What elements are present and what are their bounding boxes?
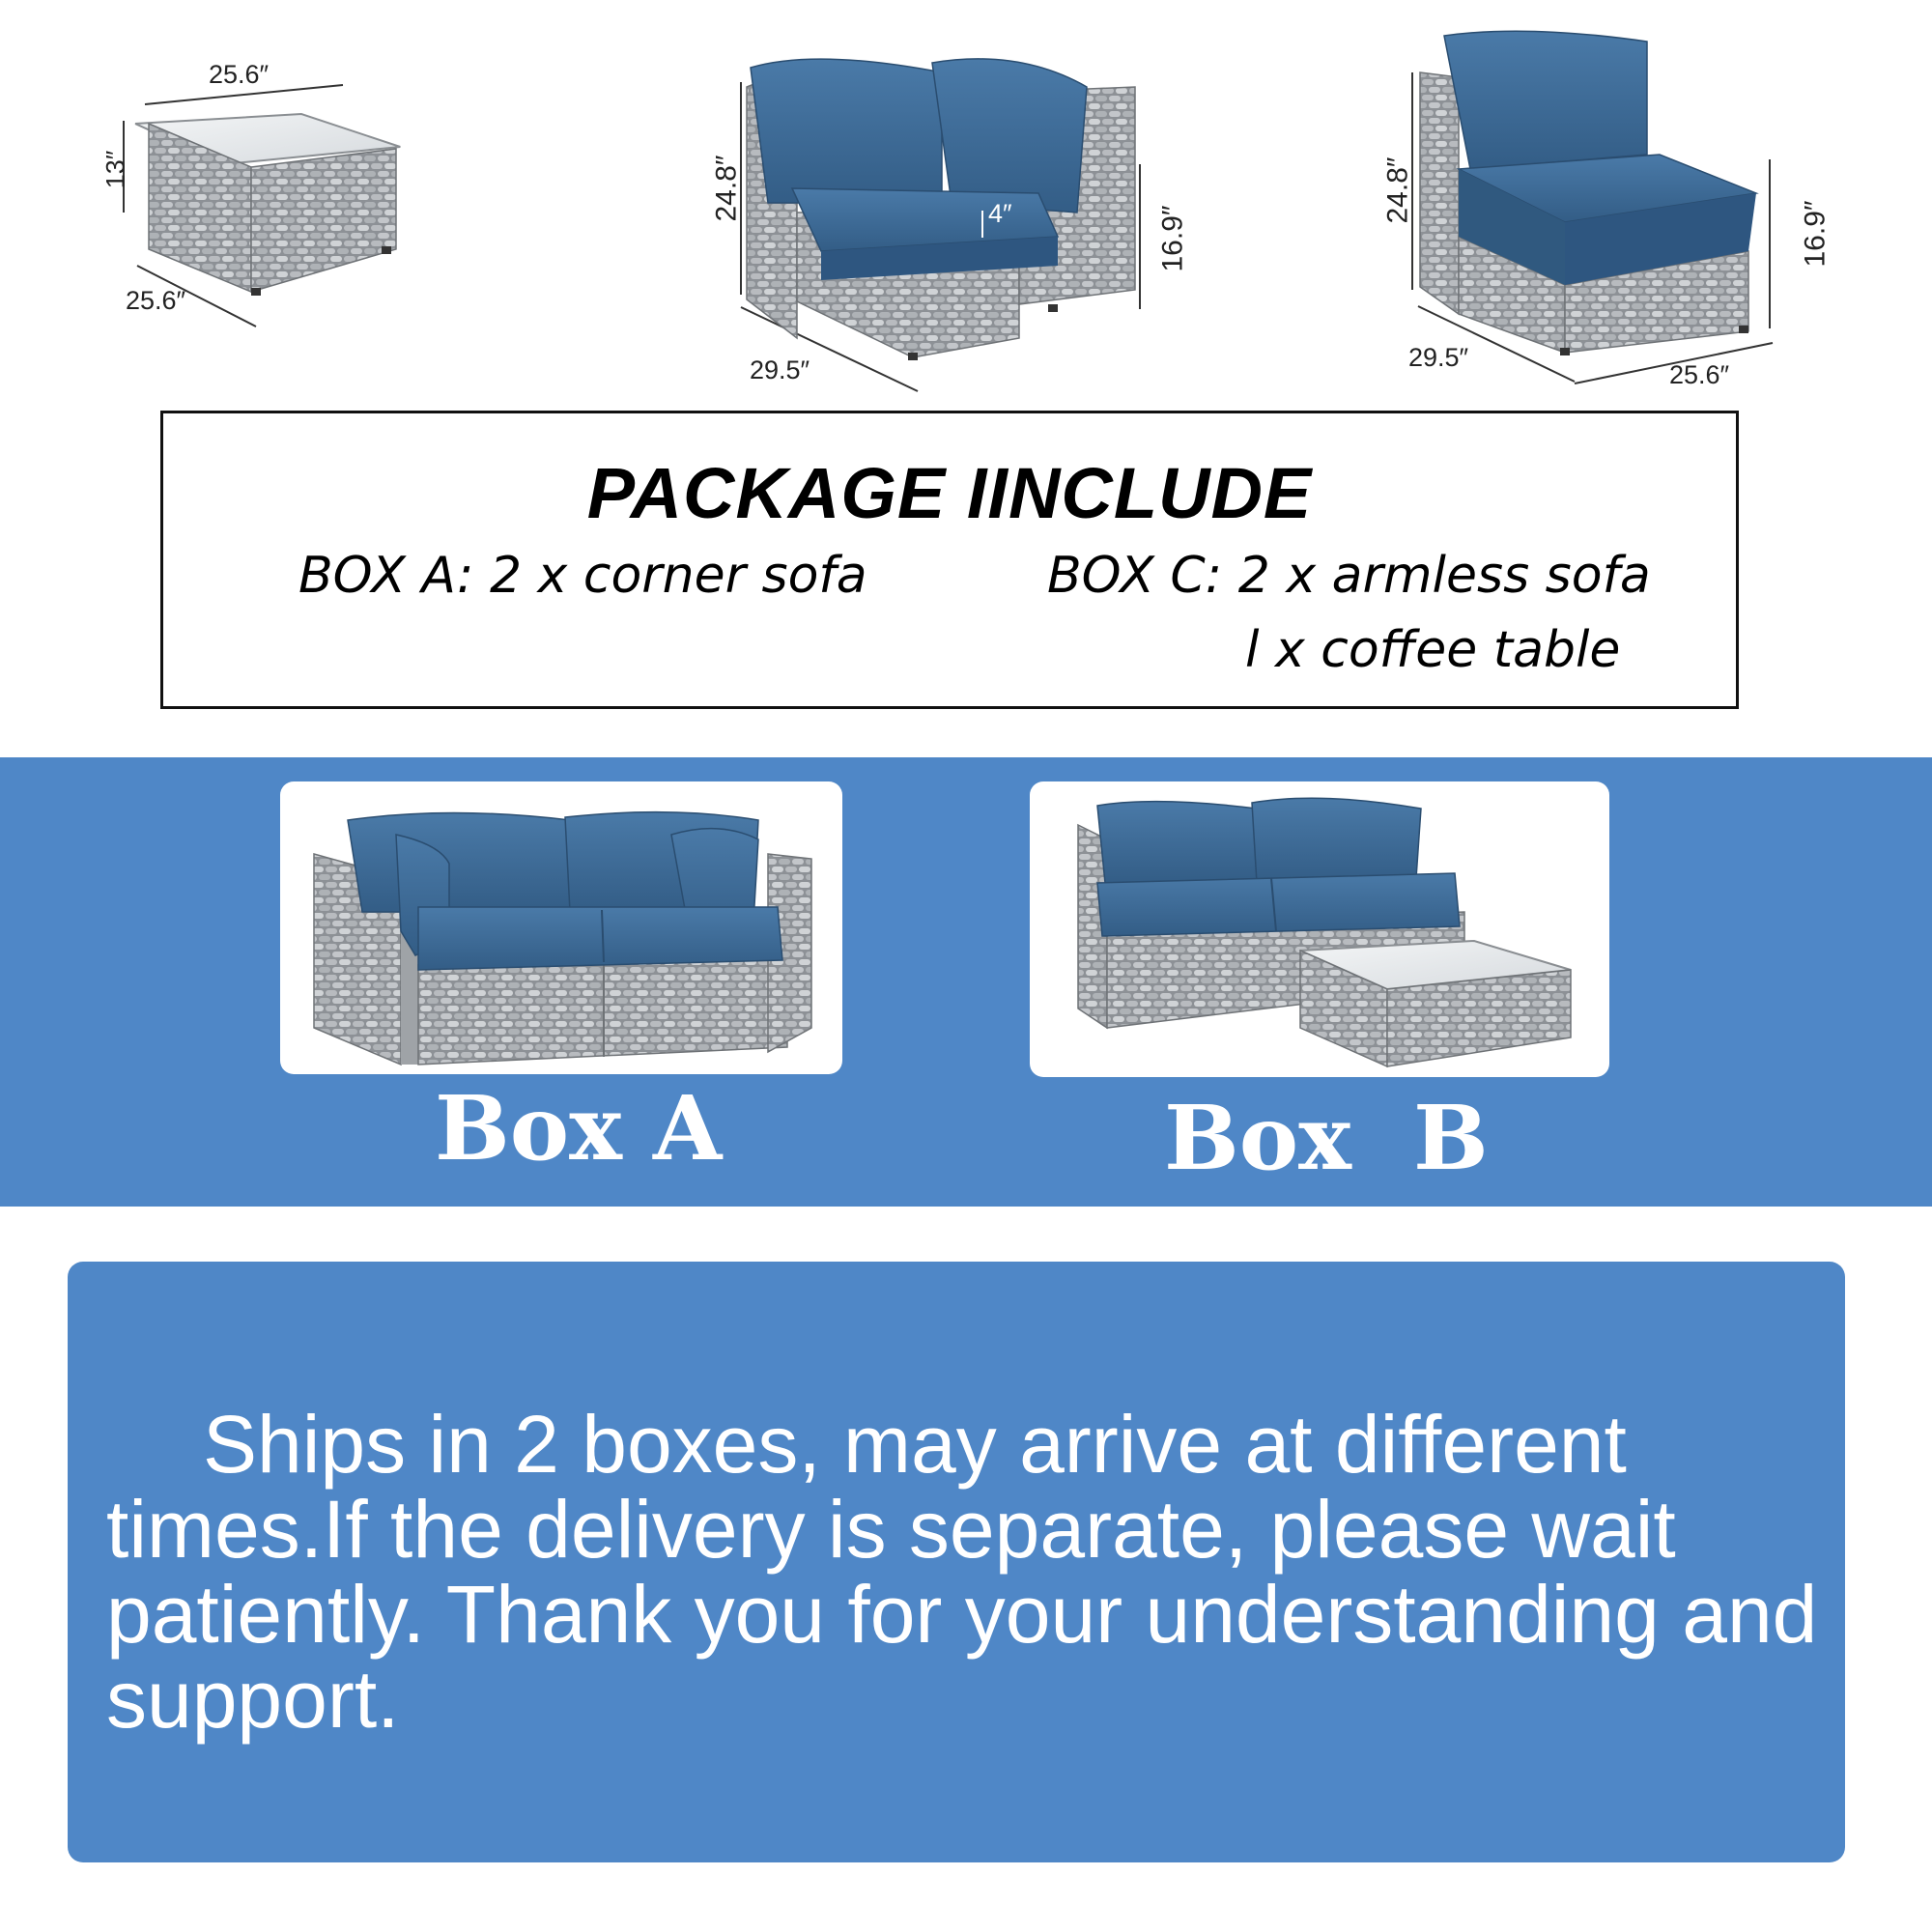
corner-seat-height-label: 16.9″ (1156, 205, 1189, 272)
shipping-notice: Ships in 2 boxes, may arrive at differen… (68, 1262, 1845, 1862)
loveseat-icon (313, 810, 812, 1066)
sectional-set-icon (1077, 797, 1572, 1068)
corner-height-label: 24.8″ (710, 155, 743, 222)
corner-sofa-icon (740, 58, 1141, 392)
armless-height-label: 24.8″ (1381, 156, 1414, 224)
table-width-label: 25.6″ (209, 60, 270, 89)
armless-width-label: 25.6″ (1669, 360, 1730, 389)
box-a-label: Box A (435, 1076, 723, 1180)
table-depth-label: 25.6″ (126, 286, 186, 315)
boxes-band: Box A Box B (0, 757, 1932, 1207)
box-a-card (280, 781, 842, 1074)
coffee-table-icon (123, 84, 401, 327)
package-coffee-table-line: l x coffee table (1245, 621, 1621, 679)
package-box-a-line: BOX A: 2 x corner sofa (298, 547, 867, 605)
corner-width-label: 29.5″ (750, 355, 810, 384)
shipping-notice-text: Ships in 2 boxes, may arrive at differen… (106, 1399, 1818, 1745)
armless-depth-label: 29.5″ (1408, 343, 1469, 372)
corner-cushion-label: 4″ (988, 199, 1012, 228)
package-title: PACKAGE IINCLUDE (586, 453, 1313, 533)
table-height-label: 13″ (100, 150, 130, 189)
box-b-card (1030, 781, 1609, 1077)
armless-sofa-icon (1411, 30, 1774, 384)
box-b-label: Box B (1164, 1086, 1489, 1190)
armless-seat-height-label: 16.9″ (1799, 200, 1832, 268)
package-include-box: PACKAGE IINCLUDE BOX A: 2 x corner sofa … (160, 411, 1739, 709)
package-box-c-line: BOX C: 2 x armless sofa (1047, 547, 1651, 605)
